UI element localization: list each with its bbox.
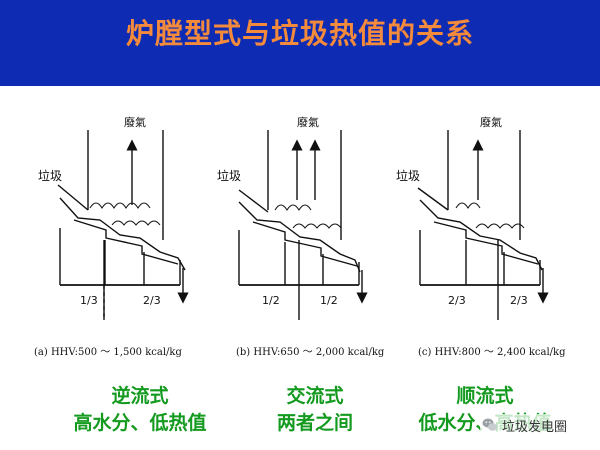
panel-b-furnace: 廢氣 垃圾	[217, 115, 368, 320]
panel-b-split-left: 1/2	[262, 294, 280, 307]
watermark-text: 垃圾发电圈	[502, 419, 568, 435]
panel-a-furnace: 廢氣 垃圾	[38, 115, 189, 320]
panel-a-desc-label: 高水分、低热值	[73, 412, 207, 434]
title-banner: 炉膛型式与垃圾热值的关系	[0, 0, 600, 86]
panel-c-waste-label: 垃圾	[396, 168, 420, 183]
panel-a-labels: 逆流式 高水分、低热值	[60, 383, 220, 437]
panel-b-type-label: 交流式	[286, 385, 344, 407]
panel-c-furnace: 廢氣 垃圾	[396, 115, 549, 320]
panel-c-split-left: 2/3	[448, 294, 466, 307]
panel-c-caption: (c) HHV:800 ～ 2,400 kcal/kg	[418, 347, 566, 358]
panel-c-gas-label: 廢氣	[480, 115, 502, 129]
panel-b-labels: 交流式 两者之间	[235, 383, 395, 437]
panel-b-split-right: 1/2	[320, 294, 338, 307]
panel-b-caption: (b) HHV:650 ～ 2,000 kcal/kg	[236, 347, 385, 358]
panel-b-waste-label: 垃圾	[217, 168, 241, 183]
slide-title: 炉膛型式与垃圾热值的关系	[125, 17, 474, 50]
panel-b-gas-label: 廢氣	[297, 115, 319, 129]
furnace-diagrams: 廢氣 垃圾 1/3 2/3 廢氣 垃圾	[38, 115, 549, 320]
watermark: 垃圾发电圈	[480, 414, 570, 436]
wechat-icon	[482, 418, 497, 431]
panel-b-desc-label: 两者之间	[276, 412, 353, 434]
panel-a-caption: (a) HHV:500 ～ 1,500 kcal/kg	[34, 347, 182, 358]
panel-a-waste-label: 垃圾	[38, 168, 62, 183]
panel-c-type-label: 顺流式	[456, 385, 514, 407]
panel-a-type-label: 逆流式	[111, 385, 169, 407]
panel-a-split-left: 1/3	[80, 294, 98, 307]
panel-c-split-right: 2/3	[510, 294, 528, 307]
panel-a-gas-label: 廢氣	[124, 115, 146, 129]
panel-a-split-right: 2/3	[143, 294, 161, 307]
